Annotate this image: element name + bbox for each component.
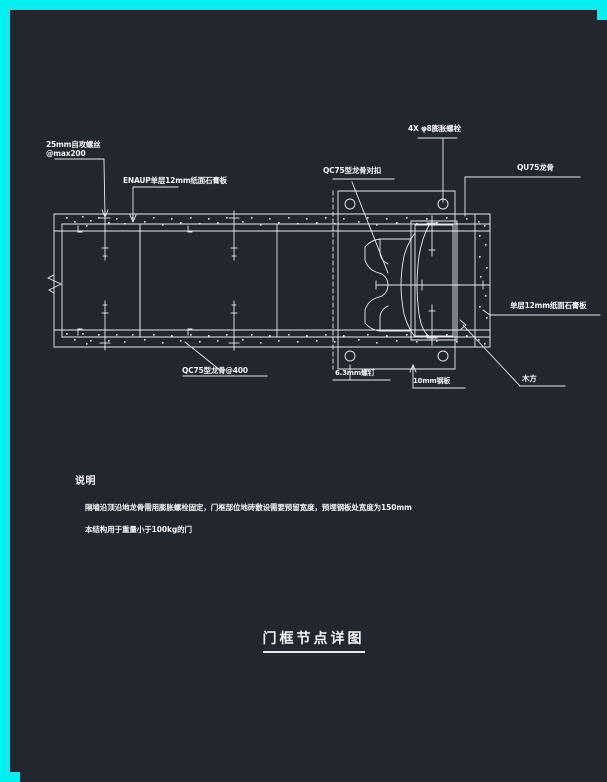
callout-self-tapping-screw: 25mm自攻螺丝 @max200 [46, 140, 101, 158]
page-title: 门框节点详图 [262, 628, 365, 653]
callout-keel-butt: QC75型龙骨对扣 [323, 166, 382, 175]
notes-line-2: 本结构用于重量小于100kg的门 [85, 525, 192, 534]
drawing-canvas: 25mm自攻螺丝 @max200 ENAUP单层12mm纸面石膏板 QC75型龙… [20, 20, 607, 782]
callout-self-tapping-screw-line2: @max200 [46, 149, 86, 158]
cad-geometry [20, 20, 607, 782]
notes-block: 说明 隔墙沿顶沿地龙骨需用膨胀螺栓固定，门框部位地砖敷设需要预留宽度，预埋钢板处… [75, 472, 545, 534]
drawing-border-frame: 25mm自攻螺丝 @max200 ENAUP单层12mm纸面石膏板 QC75型龙… [6, 6, 607, 782]
main-title-wrap: 门框节点详图 [20, 628, 607, 653]
notes-line-1: 隔墙沿顶沿地龙骨需用膨胀螺栓固定，门框部位地砖敷设需要预留宽度，预埋钢板处宽度为… [85, 503, 412, 512]
callout-qu75-keel: QU75龙骨 [517, 163, 554, 172]
callout-steel-plate: 10mm钢板 [413, 377, 451, 385]
callout-wood-block: 木方 [522, 374, 537, 383]
callout-qc75-keel-spacing: QC75型龙骨@400 [182, 366, 248, 375]
callout-gypsum-board-left: ENAUP单层12mm纸面石膏板 [123, 176, 227, 185]
notes-heading: 说明 [75, 476, 96, 487]
gypsum-hatch-pattern [66, 216, 488, 345]
callout-screw-6-3: 6.3mm螺钉 [335, 369, 375, 377]
callout-expansion-bolt: 4X φ8膨胀螺栓 [408, 124, 461, 133]
callout-gypsum-board-right: 单层12mm纸面石膏板 [510, 301, 587, 310]
callout-self-tapping-screw-line1: 25mm自攻螺丝 [46, 140, 101, 149]
